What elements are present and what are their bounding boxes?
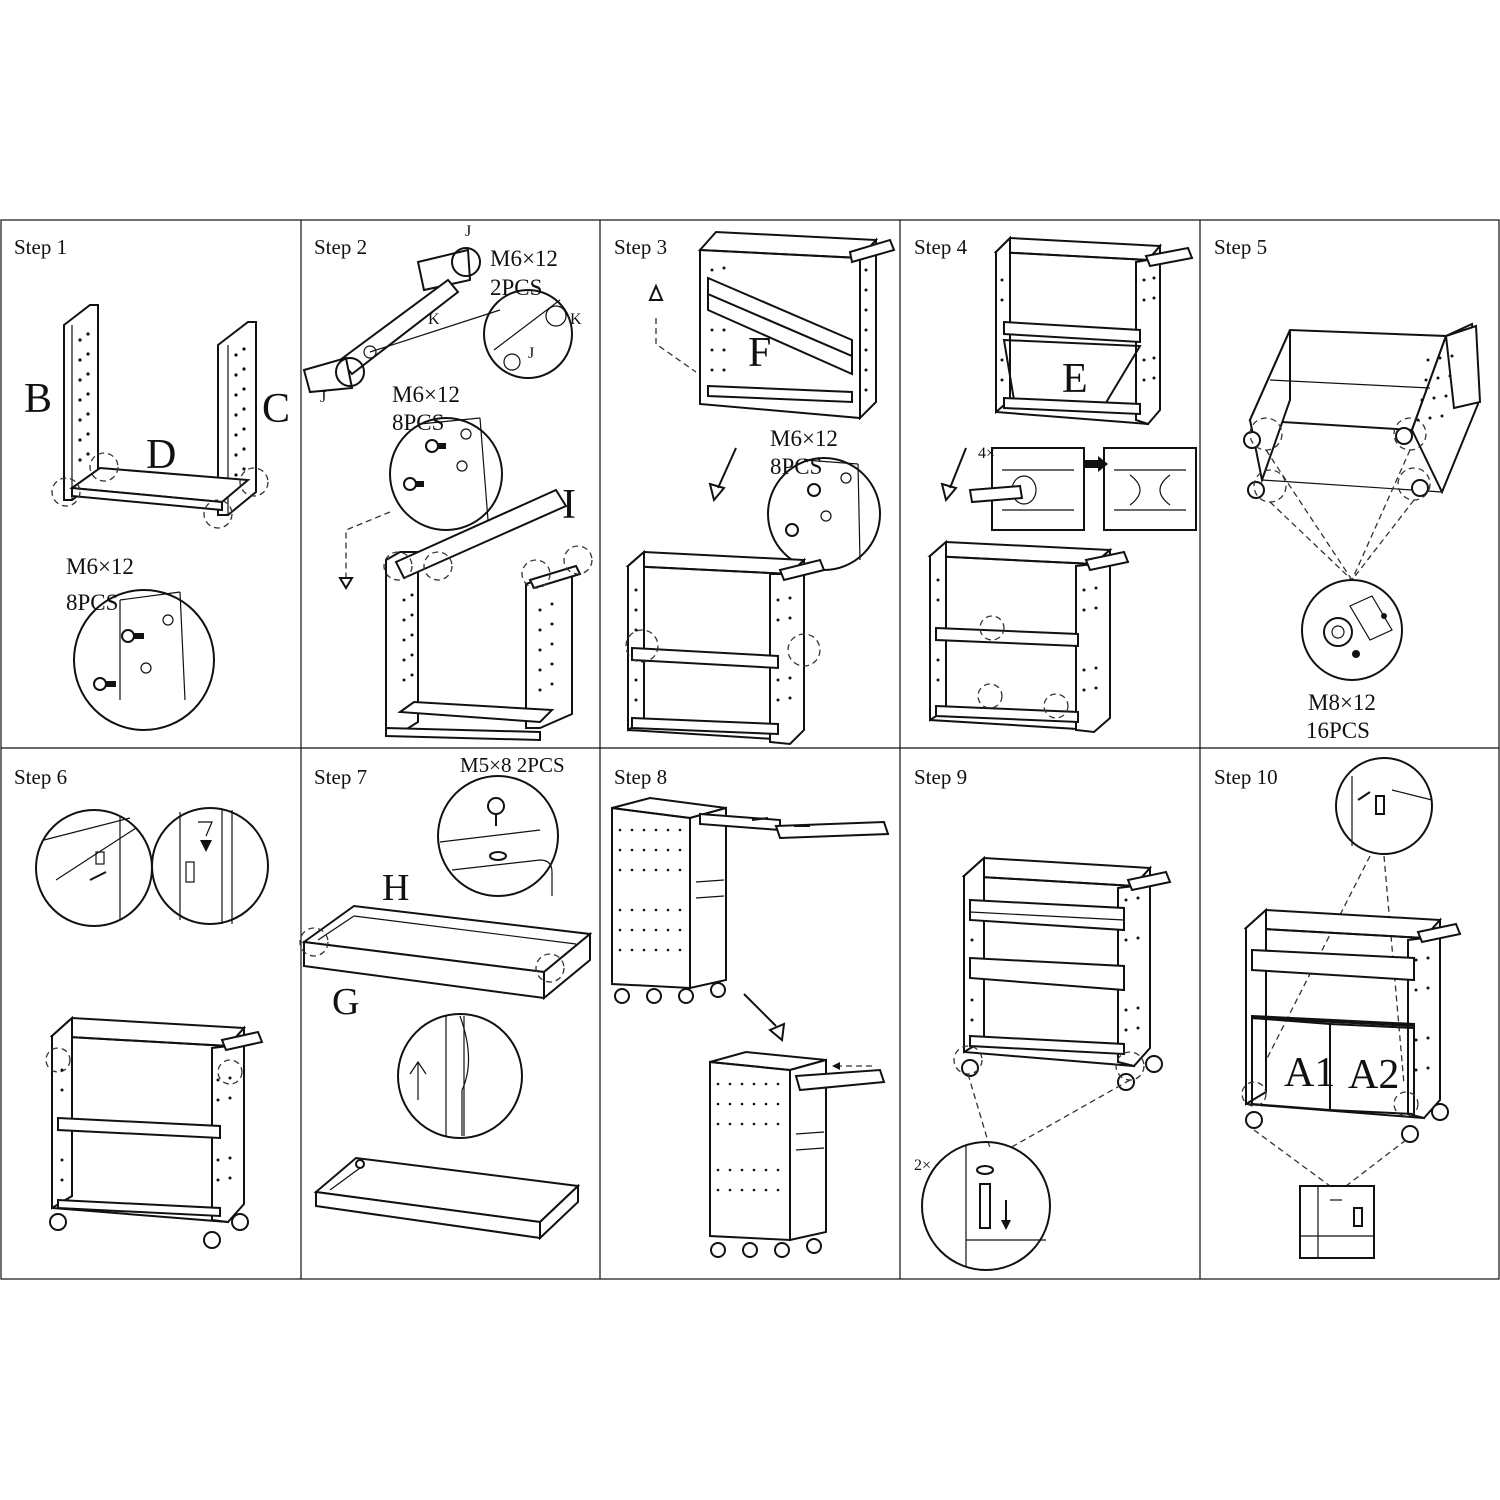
hinge-detail-box (1299, 1185, 1375, 1259)
quantity-note: 4× (978, 445, 995, 462)
detail-marker (89, 452, 119, 482)
drawer-screw-detail-magnifier (437, 775, 559, 897)
cart-with-panels-drawing (45, 1015, 264, 1249)
side-panel-c-drawing (217, 321, 257, 516)
screw-spec-size: M6×12 (770, 426, 838, 451)
step-7-panel: Step 7 M5×8 2PCS H G (299, 753, 593, 1241)
frame-two-shelves-drawing (625, 549, 826, 746)
step-6-title: Step 6 (14, 765, 67, 789)
step-9-panel: Step 9 2× (914, 765, 1172, 1271)
screw-spec-quantity: 8PCS (66, 590, 118, 615)
bottom-shelf-d-drawing (69, 466, 251, 512)
part-label-j: J (528, 345, 534, 362)
screw-spec-size: M6×12 (392, 382, 460, 407)
leader-lines (967, 1073, 1131, 1149)
direction-arrow (717, 447, 737, 489)
step-4-panel: Step 4 E 4× (914, 235, 1197, 734)
cart-with-drawers-drawing (953, 855, 1172, 1091)
screw-detail-magnifier (389, 417, 503, 531)
part-label-h: H (382, 867, 409, 909)
detail-marker (203, 499, 233, 529)
drawer-slide-detail-magnifier (397, 1013, 523, 1139)
part-label-k: K (428, 311, 440, 328)
screw-detail-magnifier (767, 457, 881, 571)
step-5-title: Step 5 (1214, 235, 1267, 259)
screw-spec-quantity: 2PCS (490, 275, 542, 300)
part-label-i: I (562, 482, 576, 528)
grid-frame (0, 219, 1500, 1280)
screw-spec: M5×8 2PCS (460, 753, 565, 777)
cabinet-pin-detail-magnifier (921, 1141, 1051, 1271)
screw-spec-size: M6×12 (66, 554, 134, 579)
frame-with-handle-drawing (383, 488, 593, 742)
direction-arrow (655, 318, 697, 373)
handle-bracket-drawing (302, 247, 573, 394)
part-label-j: J (320, 389, 326, 406)
part-label-a1: A1 (1284, 1050, 1335, 1096)
part-label-e: E (1062, 356, 1088, 402)
part-label-b: B (24, 376, 52, 422)
caster-detail-magnifier (1301, 579, 1403, 681)
cart-side-view-drawing-bottom (709, 1050, 886, 1258)
step-8-panel: Step 8 (611, 765, 890, 1258)
clip-detail-boxes (968, 447, 1197, 531)
step-10-title: Step 10 (1214, 765, 1278, 789)
frame-two-shelves-drawing (927, 539, 1130, 734)
side-panel-b-drawing (63, 304, 99, 501)
part-label-c: C (262, 386, 290, 432)
step-3-title: Step 3 (614, 235, 667, 259)
part-label-f: F (748, 330, 771, 376)
step-2-title: Step 2 (314, 235, 367, 259)
step-7-title: Step 7 (314, 765, 367, 789)
step-8-title: Step 8 (614, 765, 667, 789)
detail-marker (239, 467, 269, 497)
drawer-g-drawing (313, 1156, 581, 1241)
drawer-h-drawing (299, 904, 593, 1001)
direction-arrow (949, 447, 967, 489)
panel-slot-detail-left (35, 809, 153, 927)
part-label-g: G (332, 981, 359, 1023)
step-5-panel: Step 5 (1214, 235, 1482, 743)
direction-arrow (345, 511, 391, 582)
part-label-j: J (465, 223, 471, 240)
screw-spec-size: M8×12 (1308, 690, 1376, 715)
step-6-panel: Step 6 (14, 765, 269, 1249)
arrow-head (338, 577, 354, 590)
leader-lines (1265, 449, 1415, 581)
step-4-title: Step 4 (914, 235, 968, 259)
quantity-note: 2× (914, 1157, 931, 1174)
step-10-panel: Step 10 (1214, 757, 1462, 1259)
direction-arrow (743, 993, 777, 1027)
screw-detail-magnifier (73, 589, 215, 731)
step-2-panel: Step 2 M6×12 2PCS J K J K J M6×12 8PCS (302, 223, 593, 742)
door-pin-detail-magnifier (1335, 757, 1433, 855)
step-3-panel: Step 3 F M6×12 8PCS (614, 230, 896, 746)
step-9-title: Step 9 (914, 765, 967, 789)
frame-with-shelf-f-drawing (697, 230, 896, 421)
part-label-d: D (146, 432, 176, 478)
cart-with-doors-drawing (1241, 907, 1462, 1143)
frame-with-shelf-e-drawing (993, 235, 1194, 426)
part-label-k: K (570, 311, 582, 328)
part-label-a2: A2 (1348, 1052, 1399, 1098)
screw-spec-quantity: 16PCS (1306, 718, 1370, 743)
step-1-title: Step 1 (14, 235, 67, 259)
screw-spec-size: M6×12 (490, 246, 558, 271)
step-1-panel: Step 1 (14, 235, 290, 731)
panel-slot-detail-right (151, 807, 269, 925)
detail-marker (51, 477, 81, 507)
upside-down-cart-drawing (1243, 322, 1482, 503)
leader-lines (1253, 1129, 1407, 1187)
cart-side-view-drawing-top (611, 796, 890, 1004)
